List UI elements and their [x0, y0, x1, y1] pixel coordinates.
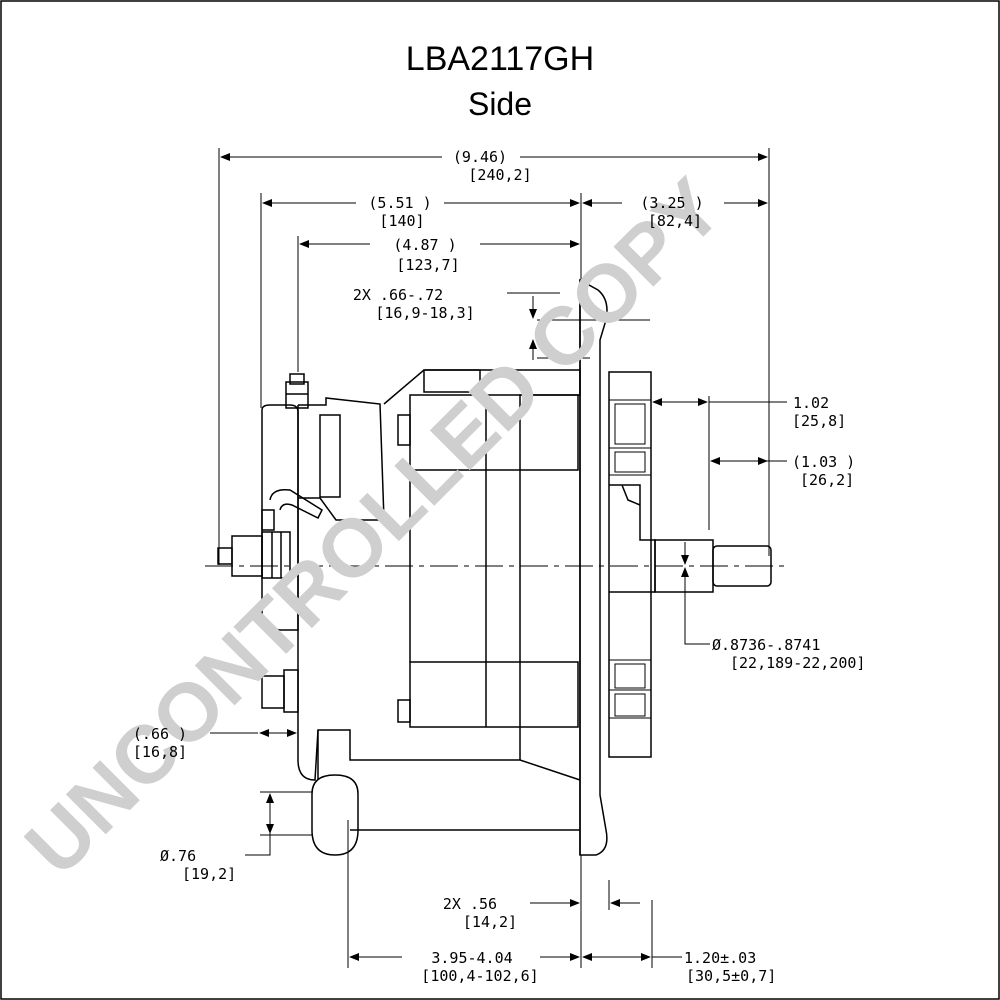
dim-shaft-len-in: 1.02 — [793, 394, 829, 412]
dim-slot-mm: [16,9-18,3] — [375, 304, 474, 322]
dim-lower-offset-mm: [16,8] — [133, 743, 187, 761]
dim-rear-mount-in: (5.51 ) — [368, 194, 431, 212]
cooling-fan — [608, 371, 652, 758]
drawing-title: LBA2117GH — [405, 40, 595, 78]
rear-frame — [297, 405, 581, 781]
mounting-ear — [311, 774, 359, 856]
dim-fan-offset-mm: [30,5±0,7] — [686, 967, 776, 985]
dimension-lines — [210, 153, 787, 961]
dim-front-in: (3.25 ) — [640, 194, 703, 212]
dim-shaft-len2-mm: [26,2] — [800, 471, 854, 489]
dim-term-mm: [123,7] — [396, 256, 459, 274]
dim-shaft-len2-in: (1.03 ) — [792, 453, 855, 471]
dim-hole-dia-in: Ø.76 — [160, 847, 196, 865]
regulator-plug — [298, 397, 385, 521]
b-plus-nut — [231, 535, 263, 577]
dim-shaft-dia-mm: [22,189-22,200] — [730, 654, 865, 672]
dim-mount-width-mm: [14,2] — [463, 913, 517, 931]
lower-diode-boss — [409, 661, 579, 728]
dim-shaft-dia-in: Ø.8736-.8741 — [712, 636, 820, 654]
drive-end-housing — [579, 278, 608, 856]
shaft-end — [712, 545, 772, 587]
dim-mount-width-in: 2X .56 — [443, 895, 497, 913]
dim-hole-dia-mm: [19,2] — [182, 865, 236, 883]
drawing-subtitle: Side — [467, 86, 533, 122]
extension-lines — [218, 148, 770, 968]
uncontrolled-copy-watermark: UNCONTROLLED COPY — [8, 162, 739, 893]
alternator-body — [217, 278, 772, 856]
pulley-hub — [609, 484, 656, 593]
dim-slot-in: 2X .66-.72 — [353, 286, 443, 304]
dim-shaft-len-mm: [25,8] — [792, 412, 846, 430]
dim-term-in: (4.87 ) — [393, 236, 456, 254]
dim-fan-offset-in: 1.20±.03 — [684, 949, 756, 967]
dimension-labels: (9.46) [240,2] (5.51 ) [140] (3.25 ) [82… — [133, 148, 866, 985]
dim-mount-span-mm: [100,4-102,6] — [421, 967, 538, 985]
dim-overall-mm: [240,2] — [468, 166, 531, 184]
dim-overall-in: (9.46) — [453, 148, 507, 166]
dim-rear-mount-mm: [140] — [379, 212, 424, 230]
dim-mount-span-in: 3.95-4.04 — [431, 949, 512, 967]
b-plus-terminal-stud — [285, 381, 309, 409]
dim-front-mm: [82,4] — [648, 212, 702, 230]
dim-lower-offset-in: (.66 ) — [133, 725, 187, 743]
